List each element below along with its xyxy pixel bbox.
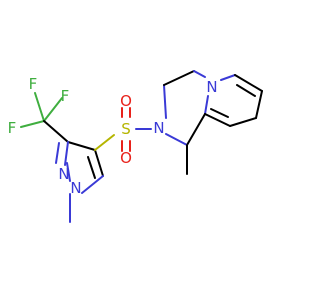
bond-c8a-c1 [186, 113, 206, 146]
bond-c3-c4 [163, 70, 195, 86]
bond-c3-c4 [67, 141, 96, 151]
bond-c4-c5 [94, 149, 104, 177]
bond-c-f [34, 92, 45, 122]
bond-c7-c8 [229, 117, 257, 127]
bond-c-f [43, 97, 63, 122]
bond-c5-c6-double [236, 84, 256, 97]
bond-c4-n5 [193, 70, 206, 78]
atom-label-layer: F F F N N S O O N N [8, 75, 218, 197]
molecule-structure: F F F N N S O O N N [8, 70, 263, 223]
ring-nitrogen-label: N [153, 119, 164, 137]
bond-c8-c8a-double [210, 108, 229, 118]
pyrazole-nitrogen-label: N [58, 165, 69, 183]
bond-c-f [20, 120, 45, 128]
bond-c1-n2 [165, 133, 188, 146]
oxygen-label: O [120, 92, 132, 110]
oxygen-label: O [120, 149, 132, 167]
bond-n1-n2 [66, 162, 71, 182]
bond-n5-c8a [204, 95, 209, 115]
bond-n2-c3-double [55, 142, 60, 164]
fluorine-label: F [61, 87, 70, 105]
bond-c8-c8a [204, 113, 231, 127]
pyrazole-methyl-nitrogen-label: N [70, 179, 81, 197]
fluorine-label: F [29, 75, 38, 93]
pyrrole-nitrogen-label: N [206, 78, 217, 96]
bond-c4-s [94, 134, 115, 151]
bond-n2-c3 [163, 84, 167, 119]
sulfur-label: S [121, 120, 131, 138]
fluorine-label: F [8, 119, 17, 137]
bond-n-c5 [220, 74, 236, 81]
bond-layer [20, 70, 263, 223]
bond-c5-n1 [81, 175, 104, 194]
bond-c6-c7 [255, 90, 263, 119]
bond-n2-c3 [64, 141, 69, 166]
bond-cf3-pyrazole [43, 120, 69, 143]
bond-c4-c5-double [87, 156, 96, 179]
bond-c5-c6 [234, 74, 263, 92]
